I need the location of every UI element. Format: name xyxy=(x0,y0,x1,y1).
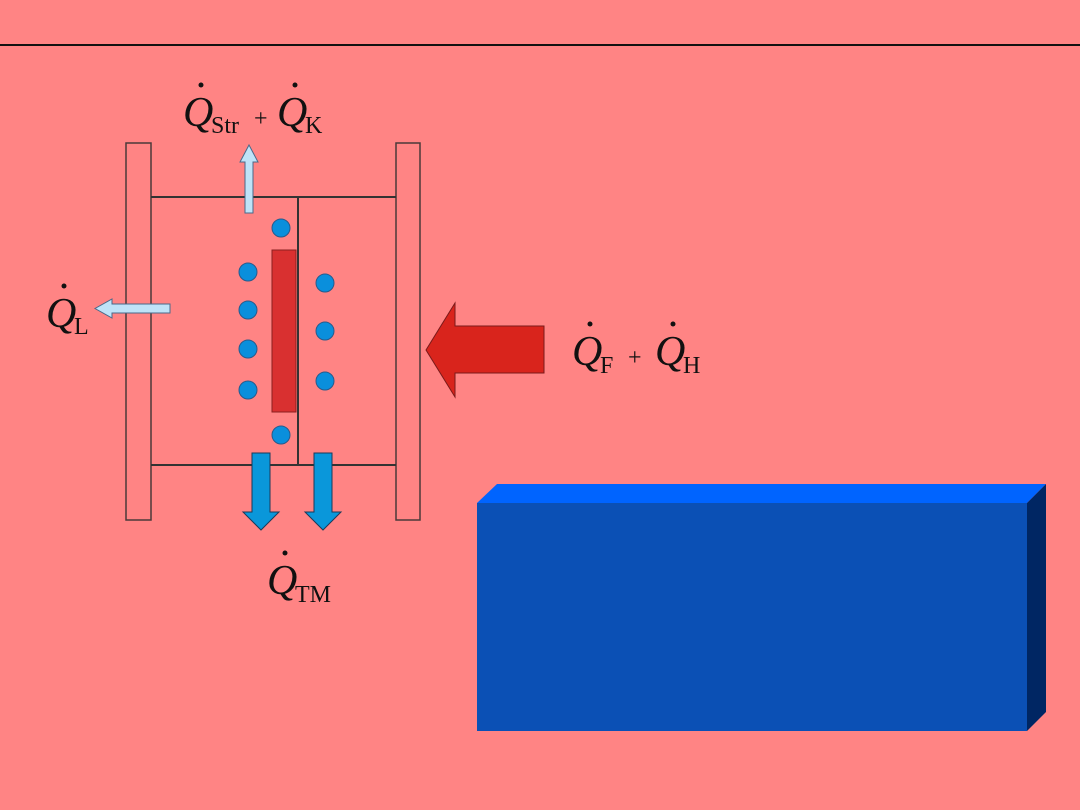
channel-dot xyxy=(315,273,335,293)
label-q-tm: Q TM xyxy=(267,550,331,608)
svg-text:+: + xyxy=(254,106,268,132)
svg-text:K: K xyxy=(305,113,323,139)
right-wall xyxy=(395,142,421,521)
channel-dot xyxy=(271,425,291,445)
svg-text:L: L xyxy=(74,314,89,340)
arrow-up-icon xyxy=(239,143,259,214)
channel-dot xyxy=(315,321,335,341)
blue-3d-box xyxy=(477,484,1046,731)
channel-dot xyxy=(238,262,258,282)
svg-text:+: + xyxy=(628,345,642,371)
box-top-face xyxy=(477,484,1046,503)
arrow-down-icon xyxy=(241,452,281,531)
svg-text:H: H xyxy=(683,353,700,379)
channel-dot xyxy=(315,371,335,391)
svg-text:Q: Q xyxy=(655,329,685,375)
arrow-left-icon xyxy=(93,298,171,319)
svg-text:F: F xyxy=(600,353,613,379)
arrow-down-icon xyxy=(303,452,343,531)
box-front-face xyxy=(477,503,1027,731)
label-q-str-k: Q Str + Q K xyxy=(183,82,323,139)
channel-dot xyxy=(271,218,291,238)
heating-plate xyxy=(271,249,297,413)
box-side-face xyxy=(1027,484,1046,731)
channel-dot xyxy=(238,339,258,359)
svg-text:Q: Q xyxy=(46,291,76,337)
channel-dot xyxy=(238,300,258,320)
coolant-channels xyxy=(238,218,335,445)
label-q-l: Q L xyxy=(46,283,89,340)
left-wall xyxy=(125,142,152,521)
svg-text:Q: Q xyxy=(183,90,213,136)
channel-dot xyxy=(238,380,258,400)
svg-text:TM: TM xyxy=(295,582,331,608)
big-arrow-left-icon xyxy=(425,301,545,399)
svg-text:Q: Q xyxy=(572,329,602,375)
label-q-f-h: Q F + Q H xyxy=(572,321,700,379)
svg-text:Str: Str xyxy=(211,113,239,139)
svg-text:Q: Q xyxy=(267,558,297,604)
svg-text:Q: Q xyxy=(277,90,307,136)
